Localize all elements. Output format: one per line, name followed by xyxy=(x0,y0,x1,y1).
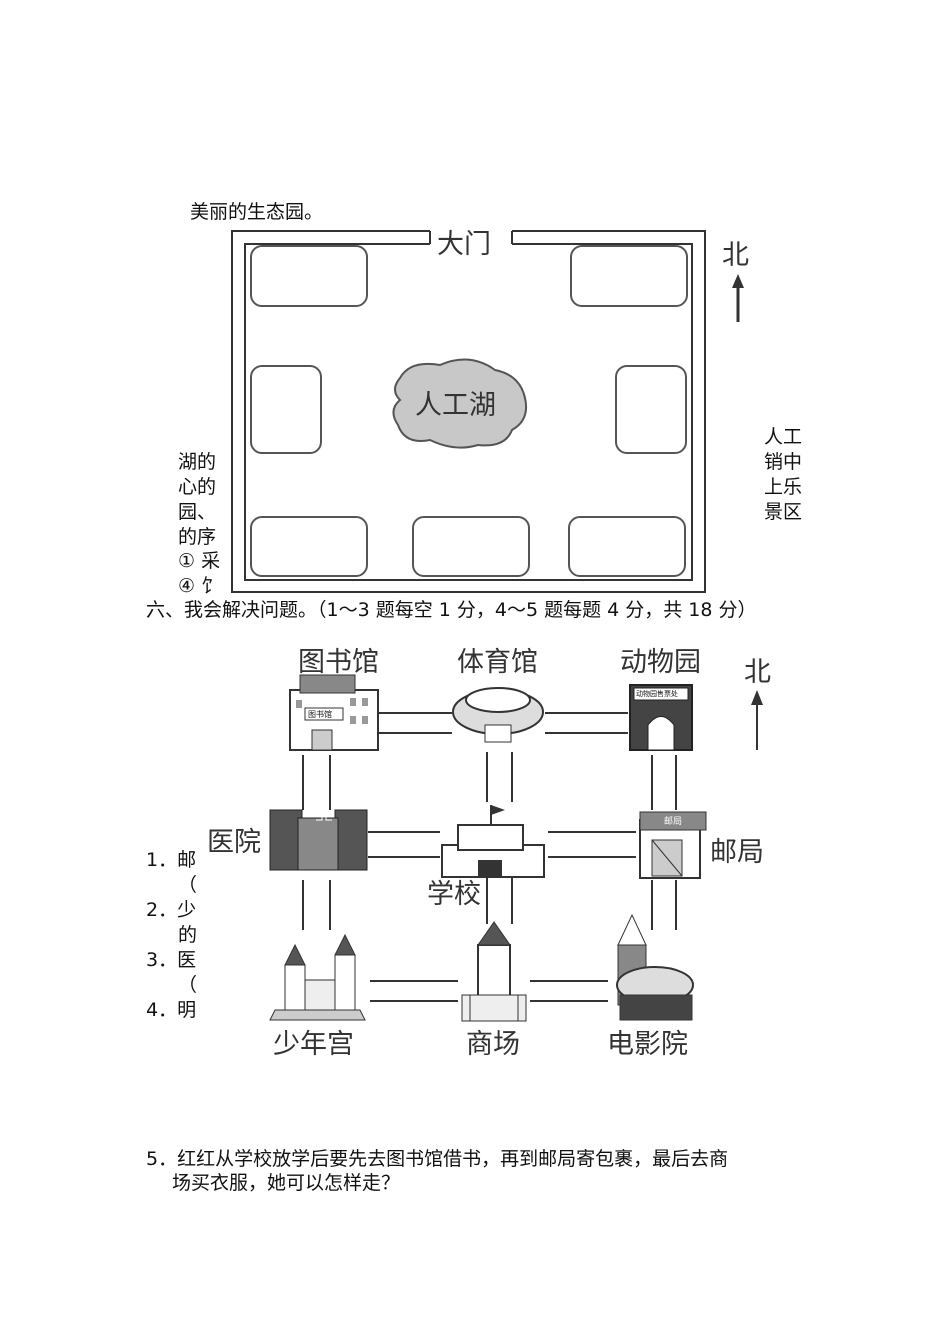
plot-east xyxy=(615,365,687,454)
right-fragment-3: 上乐 xyxy=(764,476,803,498)
left-fragment-2: 心的 xyxy=(178,476,217,498)
q1-cont: （ xyxy=(178,874,198,896)
q5-line2: 场买衣服，她可以怎样走？ xyxy=(172,1172,401,1194)
left-fragment-4: 的序 xyxy=(178,526,217,548)
left-fragment-5: ① 采 xyxy=(178,550,221,572)
section6-heading: 六、我会解决问题。（1～3 题每空 1 分，4～5 题每题 4 分，共 18 分… xyxy=(146,599,757,621)
library-sign: 图书馆 xyxy=(308,710,332,719)
zoo-label: 动物园 xyxy=(620,647,701,678)
hospital-label: 医院 xyxy=(207,827,261,858)
right-fragment-2: 销中 xyxy=(764,451,803,473)
intro-text: 美丽的生态园。 xyxy=(190,201,324,223)
q3-fragment: 3．医 xyxy=(146,949,197,971)
city-map: 图书馆 动物园售票处 邮局 图书馆 体育馆 动物园 北 医院 学校 邮局 少年宫… xyxy=(207,647,771,1060)
plot-northwest xyxy=(250,245,368,307)
city-map-drawing xyxy=(269,674,763,1022)
left-fragment-6: ④ 饣 xyxy=(178,575,221,597)
roads xyxy=(302,712,677,1002)
post-office-sign: 邮局 xyxy=(664,817,683,827)
zoo-icon xyxy=(629,684,693,751)
cinema-icon xyxy=(616,913,694,1021)
plot-west xyxy=(250,365,322,454)
q1-fragment: 1．邮 xyxy=(146,849,197,871)
park-map: 大门 北 人工湖 xyxy=(0,0,950,600)
school-icon xyxy=(441,805,545,878)
park-map-frame xyxy=(231,230,744,593)
cinema-label: 电影院 xyxy=(607,1029,688,1060)
gate-label: 大门 xyxy=(437,229,491,260)
left-fragment-1: 湖的 xyxy=(178,451,217,473)
mall-label: 商场 xyxy=(466,1029,520,1060)
post-office-label: 邮局 xyxy=(710,837,764,868)
city-north-label: 北 xyxy=(744,657,771,688)
plot-southeast xyxy=(568,516,686,577)
plot-northeast xyxy=(570,245,688,307)
gym-label: 体育馆 xyxy=(457,647,538,678)
hospital-icon xyxy=(269,809,368,871)
q4-fragment: 4．明 xyxy=(146,999,197,1021)
library-label: 图书馆 xyxy=(298,647,379,678)
zoo-sign: 动物园售票处 xyxy=(636,690,678,698)
left-fragment-3: 园、 xyxy=(178,501,217,523)
q2-cont: 的 xyxy=(178,924,198,946)
q2-fragment: 2．少 xyxy=(146,899,197,921)
plot-southwest xyxy=(250,516,368,577)
mall-icon xyxy=(461,921,527,1022)
park-north-label: 北 xyxy=(722,240,749,271)
youth-palace-icon xyxy=(269,933,366,1021)
plot-south xyxy=(412,516,530,577)
gym-icon xyxy=(452,687,544,743)
q3-cont: （ xyxy=(178,974,198,996)
youth-palace-label: 少年宫 xyxy=(273,1029,354,1060)
post-office-icon xyxy=(639,811,707,879)
lake-label: 人工湖 xyxy=(415,390,496,421)
lake-shape xyxy=(392,358,528,449)
library-icon xyxy=(289,674,379,751)
q5-line1: 5．红红从学校放学后要先去图书馆借书，再到邮局寄包裹，最后去商 xyxy=(146,1148,729,1170)
right-fragment-1: 人工 xyxy=(764,426,803,448)
school-label: 学校 xyxy=(427,879,481,910)
right-fragment-4: 景区 xyxy=(764,501,803,523)
